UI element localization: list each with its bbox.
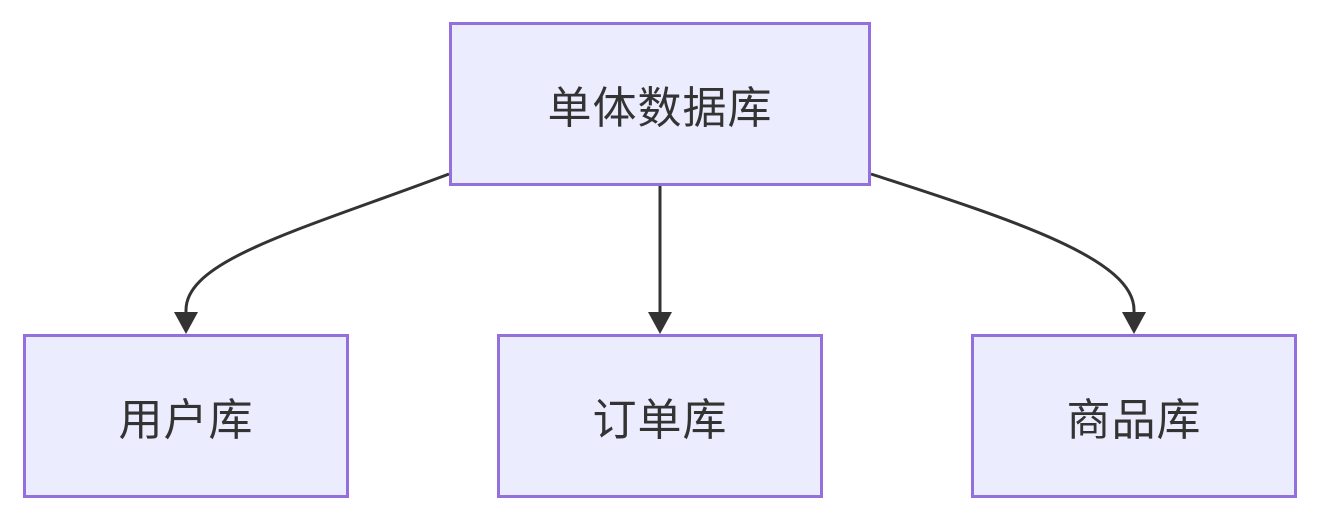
arrowhead-user-db [174, 312, 198, 334]
edge-root-to-user-db [184, 172, 450, 312]
node-monolithic-database: 单体数据库 [449, 22, 871, 186]
edge-root-to-product-db [870, 172, 1136, 312]
node-label: 商品库 [1066, 395, 1202, 446]
node-label: 单体数据库 [547, 83, 773, 134]
node-label: 用户库 [118, 395, 254, 446]
arrowhead-product-db [1122, 312, 1146, 334]
node-label: 订单库 [592, 395, 728, 446]
arrowhead-order-db [648, 312, 672, 334]
node-user-database: 用户库 [23, 334, 349, 498]
node-product-database: 商品库 [971, 334, 1297, 498]
node-order-database: 订单库 [497, 334, 823, 498]
